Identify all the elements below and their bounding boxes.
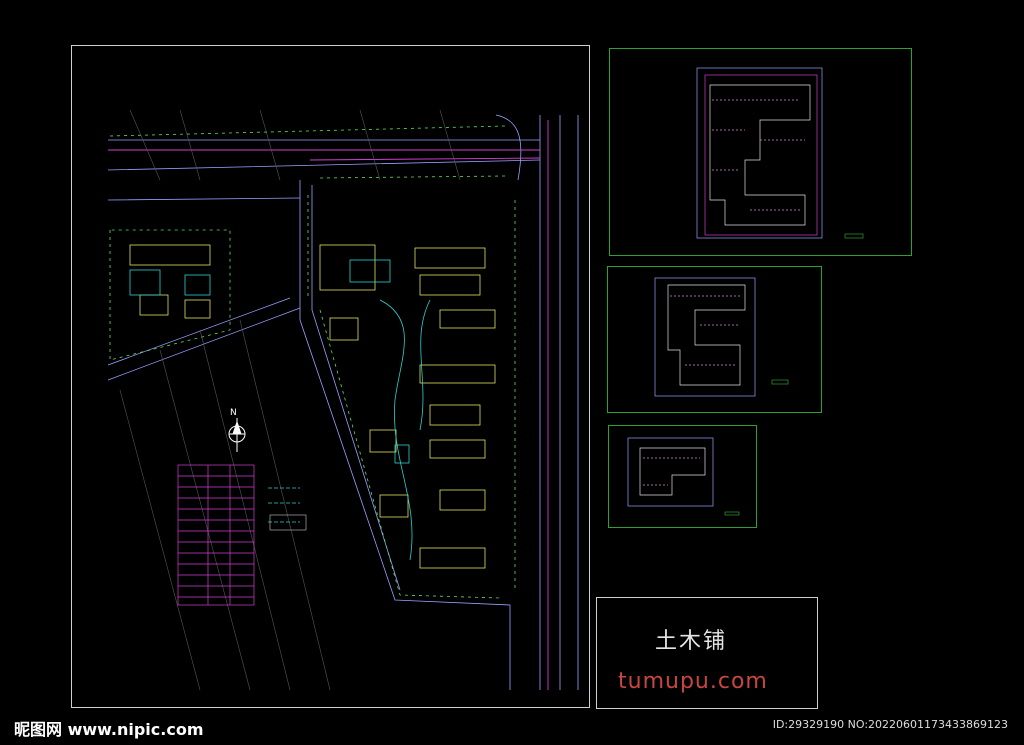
stamp-title: 土木铺 (655, 629, 728, 654)
basement-plan-2-frame (607, 266, 822, 413)
main-site-plan-frame (71, 45, 590, 708)
context-lines (119, 109, 461, 691)
data-table-drawing (177, 464, 255, 606)
basement-plan-2-drawing (654, 277, 789, 397)
legend-lines (268, 487, 307, 531)
basement-plan-1-drawing (696, 67, 864, 239)
tree-rows (109, 125, 516, 599)
landscape-paths (129, 259, 431, 561)
stamp-url: tumupu.com (618, 669, 768, 694)
north-arrow-icon (228, 418, 246, 452)
watermark-right: ID:29329190 NO:20220601173433869123 (772, 718, 1008, 731)
watermark-left: 昵图网 www.nipic.com (14, 720, 204, 739)
magenta-lines (108, 120, 549, 690)
basement-plan-3-drawing (627, 437, 740, 516)
building-blocks (129, 244, 496, 569)
road-lines (107, 114, 579, 690)
stamp-frame (596, 597, 818, 709)
basement-plan-1-frame (609, 48, 912, 256)
north-label: N (230, 408, 237, 418)
basement-plan-3-frame (608, 425, 757, 528)
